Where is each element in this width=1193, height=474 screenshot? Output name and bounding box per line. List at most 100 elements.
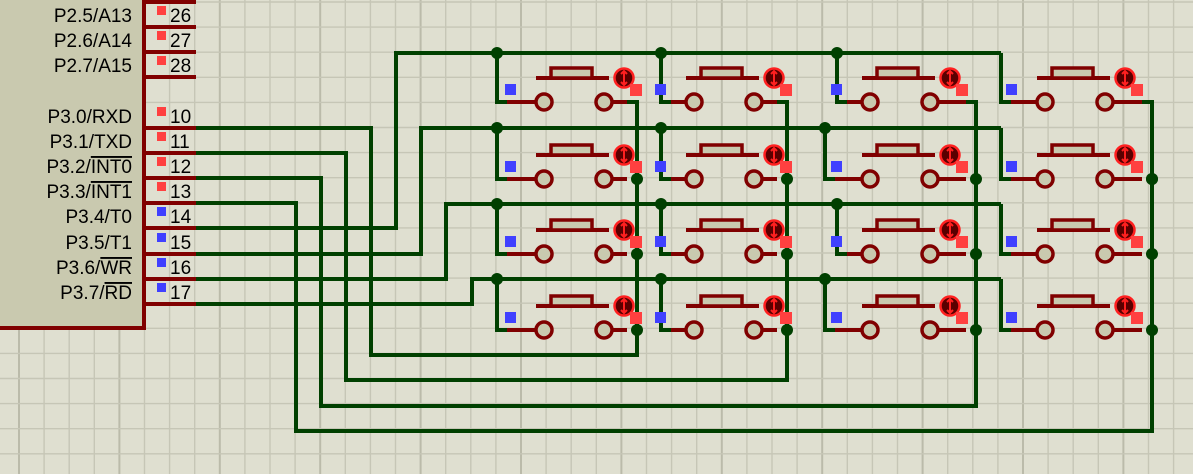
wire[interactable] <box>196 202 1001 281</box>
wire[interactable] <box>196 100 978 408</box>
keypad-button-r1c1[interactable] <box>505 66 642 112</box>
button-cap[interactable] <box>875 218 920 232</box>
button-cap[interactable] <box>875 294 920 308</box>
wire[interactable] <box>196 100 789 382</box>
probe-icon[interactable] <box>763 219 785 241</box>
button-cap[interactable] <box>699 143 744 157</box>
button-cap[interactable] <box>1050 218 1095 232</box>
probe-icon[interactable] <box>939 67 961 89</box>
probe-icon[interactable] <box>1114 144 1136 166</box>
keypad-button-r2c1[interactable] <box>505 143 642 189</box>
chip-pin[interactable]: P2.4/A12 <box>54 0 196 4</box>
button-cap[interactable] <box>1050 66 1095 80</box>
wire[interactable] <box>659 53 673 104</box>
keypad-button-r1c2[interactable] <box>655 66 792 112</box>
keypad-button-r3c3[interactable] <box>831 218 968 264</box>
button-cap[interactable] <box>875 143 920 157</box>
pin-number: 28 <box>170 56 191 77</box>
wire[interactable] <box>823 128 837 181</box>
probe-icon[interactable] <box>1114 295 1136 317</box>
pin-state-indicator <box>831 84 842 95</box>
keypad-button-r4c4[interactable] <box>1006 294 1143 340</box>
wire[interactable] <box>999 53 1013 104</box>
probe-icon[interactable] <box>1114 67 1136 89</box>
junction-dot <box>491 198 503 210</box>
wire[interactable] <box>999 204 1013 256</box>
button-cap[interactable] <box>549 294 594 308</box>
probe-icon[interactable] <box>613 219 635 241</box>
button-cap[interactable] <box>1050 294 1095 308</box>
button-cap[interactable] <box>875 66 920 80</box>
probe-icon[interactable] <box>939 219 961 241</box>
wire[interactable] <box>495 204 509 256</box>
keypad-button-r4c2[interactable] <box>655 294 792 340</box>
button-cap[interactable] <box>549 143 594 157</box>
wire[interactable] <box>999 279 1013 332</box>
wire[interactable] <box>495 53 509 104</box>
wire[interactable] <box>196 100 639 357</box>
chip-body[interactable] <box>0 0 146 330</box>
junction-dot <box>1146 324 1158 336</box>
button-contact <box>684 169 704 189</box>
probe-icon[interactable] <box>613 67 635 89</box>
wire[interactable] <box>495 279 509 332</box>
probe-icon[interactable] <box>1114 219 1136 241</box>
probe-icon[interactable] <box>763 295 785 317</box>
keypad-button-r2c4[interactable] <box>1006 143 1143 189</box>
button-cap[interactable] <box>699 294 744 308</box>
junction-dot <box>831 198 843 210</box>
microcontroller-chip[interactable]: P2.4/A12P2.5/A1326P2.6/A1427P2.7/A1528P3… <box>0 0 196 330</box>
keypad-button-r2c3[interactable] <box>831 143 968 189</box>
wire[interactable] <box>835 53 849 104</box>
junction-dot <box>631 248 643 260</box>
probe-icon[interactable] <box>763 67 785 89</box>
wire[interactable] <box>495 128 509 181</box>
wire[interactable] <box>659 128 673 181</box>
wire[interactable] <box>659 204 673 256</box>
button-cap[interactable] <box>699 66 744 80</box>
pin-state-indicator <box>157 6 166 15</box>
probe-icon[interactable] <box>613 295 635 317</box>
keypad-button-r3c1[interactable] <box>505 218 642 264</box>
keypad-button-r1c3[interactable] <box>831 66 968 112</box>
probe-icon[interactable] <box>613 144 635 166</box>
button-cap[interactable] <box>1050 143 1095 157</box>
keypad-button-r4c1[interactable] <box>505 294 642 340</box>
wire[interactable] <box>196 100 1154 433</box>
button-cap[interactable] <box>549 218 594 232</box>
keypad-button-r4c3[interactable] <box>831 294 968 340</box>
keypad-button-r3c4[interactable] <box>1006 218 1143 264</box>
pin-label: P3.5/T1 <box>65 233 132 254</box>
wire[interactable] <box>999 128 1013 181</box>
pin-label: P3.4/T0 <box>65 207 132 228</box>
wire[interactable] <box>196 277 1001 306</box>
keypad-button-r1c4[interactable] <box>1006 66 1143 112</box>
probe-icon[interactable] <box>763 144 785 166</box>
wire[interactable] <box>659 279 673 332</box>
probe-icon[interactable] <box>939 144 961 166</box>
button-cap[interactable] <box>699 218 744 232</box>
wire[interactable] <box>196 126 1001 256</box>
pin-state-indicator <box>831 161 842 172</box>
probe-icon[interactable] <box>939 295 961 317</box>
button-cap[interactable] <box>549 66 594 80</box>
keypad-button-r3c2[interactable] <box>655 218 792 264</box>
junction-dot <box>819 273 831 285</box>
button-contact <box>1095 244 1115 264</box>
wire[interactable] <box>835 204 849 256</box>
keypad-button-r2c2[interactable] <box>655 143 792 189</box>
pin-label: P2.4/A12 <box>54 0 132 2</box>
wire[interactable] <box>823 279 837 332</box>
